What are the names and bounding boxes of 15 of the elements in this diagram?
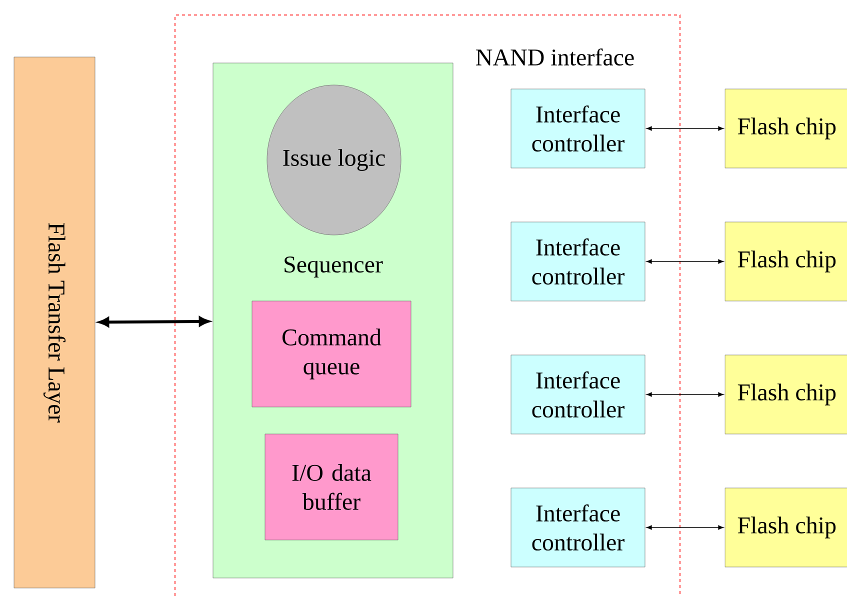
chip-box: Flash chip <box>724 222 847 302</box>
controller-box: Interface controller <box>510 488 646 568</box>
controller-box: Interface controller <box>510 88 646 168</box>
layer-box: Flash Transfer Layer <box>14 56 96 588</box>
chip-box: Flash chip <box>724 88 847 168</box>
arrow <box>646 126 724 131</box>
controller-box: Interface controller <box>510 222 646 302</box>
controller-box: Interface controller <box>510 354 646 434</box>
chip-box: Flash chip <box>724 354 847 434</box>
arrow <box>646 392 724 397</box>
chip-box: Flash chip <box>724 488 847 568</box>
buffer-box: I/O data buffer <box>264 434 398 540</box>
arrow <box>646 525 724 530</box>
queue-box: Command queue <box>252 300 412 408</box>
arrow <box>646 259 724 264</box>
